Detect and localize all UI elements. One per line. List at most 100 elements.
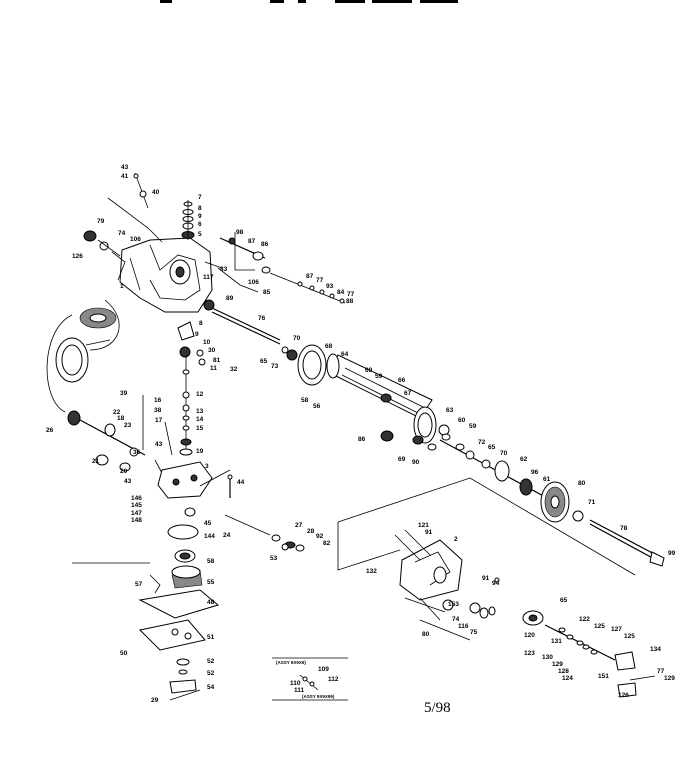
label: 10 (203, 339, 211, 346)
center-block (157, 461, 231, 499)
label: 129 (552, 661, 563, 668)
label: 67 (404, 390, 412, 397)
label: 128 (558, 668, 569, 675)
label: 90 (412, 459, 420, 466)
inset-box (272, 657, 348, 701)
label: 81 (213, 357, 221, 364)
label: 40 (152, 189, 160, 196)
label: 39 (120, 390, 128, 397)
label: 70 (293, 335, 301, 342)
label: 87 (306, 273, 314, 280)
label: 153 (448, 601, 459, 608)
label: 99 (668, 550, 676, 557)
label: 146 (131, 495, 142, 502)
label: 21 (92, 458, 100, 465)
label: 30 (208, 347, 216, 354)
label: 98 (236, 229, 244, 236)
label: 80 (422, 631, 430, 638)
label: 43 (124, 478, 132, 485)
label: 26 (46, 427, 54, 434)
seal-75-74 (83, 230, 121, 257)
label: 54 (207, 684, 215, 691)
label: 76 (258, 315, 266, 322)
label: 68 (325, 343, 333, 350)
top-fittings-stack (181, 200, 195, 240)
label: 6 (198, 221, 202, 228)
label: 51 (207, 634, 215, 641)
label: 53 (270, 555, 278, 562)
label: 92 (316, 533, 324, 540)
label: 22 (113, 409, 121, 416)
inset-label: 111 (294, 687, 305, 694)
label: 116 (458, 623, 469, 630)
label: 50 (120, 650, 128, 657)
label: 65 (488, 444, 496, 451)
right-gear-stack (439, 439, 665, 567)
inset-bottom-note: (ASSY 9X9X99) (302, 694, 335, 699)
axle-tube (281, 344, 465, 451)
label: 125 (594, 623, 605, 630)
label: 74 (452, 616, 460, 623)
label: 57 (135, 581, 143, 588)
label: 11 (210, 365, 217, 372)
label: 20 (120, 468, 128, 475)
label: 61 (543, 476, 551, 483)
label: 5 (198, 231, 202, 238)
label: 8 (199, 320, 203, 327)
label: 80 (578, 480, 586, 487)
label: 23 (124, 422, 132, 429)
label: 43 (121, 164, 129, 171)
label: 79 (97, 218, 105, 225)
label: 124 (562, 675, 573, 682)
inset-label: 109 (318, 666, 329, 673)
label: 94 (492, 580, 500, 587)
label: 44 (237, 479, 245, 486)
label: 7 (198, 194, 202, 201)
label: 89 (226, 295, 234, 302)
label: 12 (196, 391, 204, 398)
label: 145 (131, 502, 142, 509)
label: 91 (425, 529, 433, 536)
label: 129 (664, 675, 675, 682)
input-shaft-24 (224, 514, 305, 552)
label: 85 (263, 289, 271, 296)
inset-top-note: (ASSY 9X9X9) (276, 660, 306, 665)
label: 36 (133, 449, 141, 456)
label: 65 (260, 358, 268, 365)
inset-label: 112 (328, 676, 339, 683)
label: 88 (346, 298, 354, 305)
label: 117 (203, 274, 214, 281)
pump-stack (72, 507, 220, 701)
label: 120 (524, 632, 535, 639)
label: 86 (358, 436, 366, 443)
label: 78 (620, 525, 628, 532)
label: 70 (500, 450, 508, 457)
label: 126 (618, 692, 629, 699)
label: 38 (154, 407, 162, 414)
right-housing (337, 477, 636, 641)
inset-notes: (ASSY 9X9X9) 109 112 110 111 (ASSY 9X9X9… (276, 660, 339, 699)
pin-44 (227, 474, 233, 498)
label: 125 (624, 633, 635, 640)
part-labels: 43 41 40 7 8 9 6 5 79 74 106 126 1 98 87… (46, 164, 676, 704)
label: 66 (398, 377, 406, 384)
label: 132 (366, 568, 377, 575)
label: 131 (551, 638, 562, 645)
label: 41 (121, 173, 129, 180)
label: 52 (207, 658, 215, 665)
label: 87 (248, 238, 256, 245)
label: 19 (196, 448, 204, 455)
label: 9 (198, 213, 202, 220)
label: 77 (347, 291, 355, 298)
label: 18 (117, 415, 125, 422)
date-code: 5/98 (424, 700, 451, 716)
label: 71 (588, 499, 596, 506)
label: 134 (650, 646, 661, 653)
label: 59 (469, 423, 477, 430)
label: 106 (130, 236, 141, 243)
label: 17 (155, 417, 163, 424)
label: 48 (207, 599, 215, 606)
label: 65 (560, 597, 568, 604)
label: 69 (398, 456, 406, 463)
